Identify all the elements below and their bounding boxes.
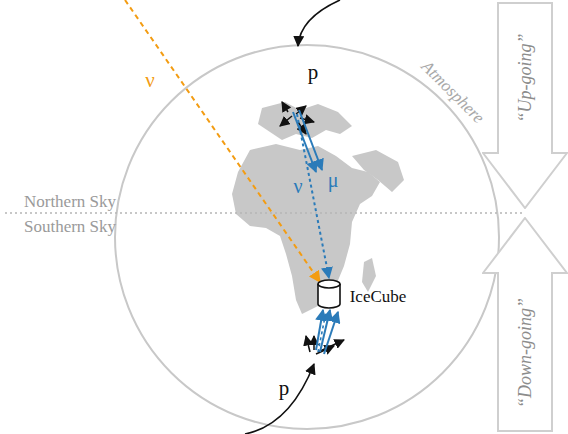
earth-continents (232, 102, 404, 314)
direction-label: “Up-going” (516, 33, 534, 122)
muon-label: μ (328, 170, 339, 190)
particle-label: p (279, 378, 290, 399)
detector-label: IceCube (350, 288, 407, 305)
air-shower-top (280, 102, 314, 134)
cosmic-ray-top (298, 0, 340, 46)
direction-label: “Down-going” (516, 297, 534, 407)
atmospheric-neutrino-top (297, 114, 329, 278)
atmospheric-neutrino-bottom (318, 312, 326, 352)
cosmic-ray-bottom (245, 364, 314, 434)
direction-arrow: “Down-going” (482, 217, 568, 432)
sky-label: Northern Sky (24, 193, 116, 210)
atmospheric-muons-bottom (316, 310, 338, 354)
particle-label: p (308, 62, 319, 83)
horizon-line (5, 212, 525, 214)
atmosphere-circle (115, 45, 499, 429)
sky-label: Southern Sky (24, 218, 116, 235)
atmosphere-label: Atmosphere (419, 58, 488, 127)
astro-neutrino-line (125, 0, 320, 282)
icecube-detector (318, 280, 340, 308)
direction-arrow: “Up-going” (482, 2, 568, 209)
neutrino-label: ν (293, 176, 302, 196)
neutrino-label: ν (145, 70, 155, 91)
